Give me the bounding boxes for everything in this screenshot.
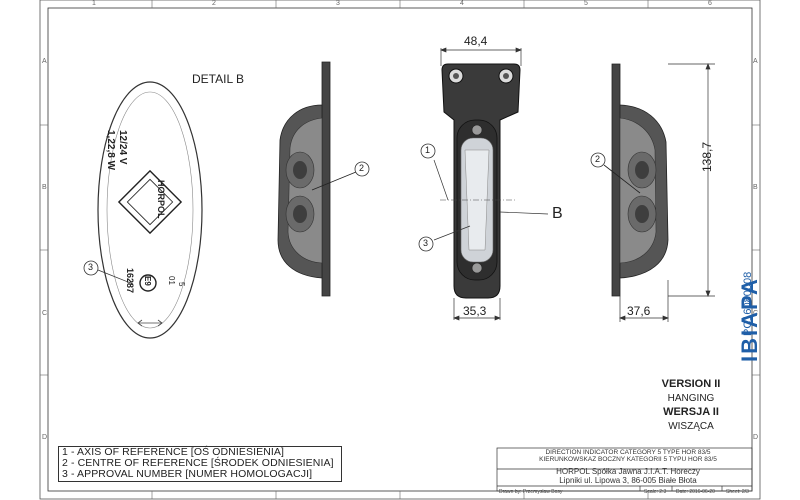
leader-line-1 bbox=[433, 159, 449, 201]
column-label-3: 3 bbox=[336, 0, 340, 7]
title-line-2: KIERUNKOWSKAZ BOCZNY KATEGORII 5 TYPU HO… bbox=[539, 456, 717, 463]
title-company-1: HORPOL Spółka Jawna J.I.A.T. Horeczy bbox=[556, 467, 700, 476]
version-pl-title: WERSJA II bbox=[663, 406, 719, 418]
detail-title: DETAIL B bbox=[192, 72, 245, 86]
column-label-2: 2 bbox=[212, 0, 216, 7]
column-ticks bbox=[40, 0, 760, 499]
callout-1-label: 1 bbox=[425, 145, 431, 155]
detail-b-reference-label: B bbox=[552, 205, 563, 222]
version-en-sub: HANGING bbox=[667, 393, 715, 404]
callout-3-detail-label: 3 bbox=[88, 262, 94, 272]
detail-approval-number: 16287 bbox=[125, 268, 135, 294]
row-label-a-right: A bbox=[753, 58, 758, 65]
callout-circle-1 bbox=[420, 143, 436, 159]
title-block: DIRECTION INDICATOR CATEGORY 5 TYPE HOR … bbox=[497, 449, 759, 489]
dimension-height: 138,7 bbox=[700, 141, 714, 172]
front-view-center bbox=[418, 47, 549, 321]
leader-line-3-detail bbox=[97, 269, 134, 285]
callout-circle-3-front bbox=[418, 236, 434, 252]
column-label-4: 4 bbox=[460, 0, 464, 7]
double-arrow-icon bbox=[137, 319, 163, 327]
row-label-d: D bbox=[42, 434, 48, 441]
column-label-5: 5 bbox=[584, 0, 588, 7]
dimension-depth: 37,6 bbox=[627, 304, 651, 318]
callout-circle-2-right bbox=[590, 152, 606, 168]
legend-item-1: 1 - AXIS OF REFERENCE [OŚ ODNIESIENIA] bbox=[62, 446, 285, 458]
column-label-6: 6 bbox=[708, 0, 712, 7]
column-label-1: 1 bbox=[92, 0, 96, 7]
legend-box: 1 - AXIS OF REFERENCE [OŚ ODNIESIENIA] 2… bbox=[58, 446, 342, 482]
drawn-by: Drawn by: Przemysław Bosy bbox=[499, 489, 563, 495]
title-line-1: DIRECTION INDICATOR CATEGORY 5 TYPE HOR … bbox=[545, 449, 711, 456]
detail-voltage: 12/24 V bbox=[117, 130, 128, 165]
legend-item-3: 3 - APPROVAL NUMBER [NUMER HOMOLOGACJI] bbox=[62, 468, 313, 480]
detail-ellipse-outer bbox=[97, 81, 203, 339]
e-mark-circle bbox=[139, 274, 157, 292]
part-code: PC16080008 bbox=[742, 271, 754, 336]
title-company-2: Lipniki ul. Lipowa 3, 86-005 Białe Błota bbox=[559, 476, 697, 485]
detail-code-top: 5 bbox=[177, 282, 186, 287]
leader-line-b bbox=[499, 211, 549, 215]
row-label-a: A bbox=[42, 58, 47, 65]
detail-ellipse-inner bbox=[106, 91, 194, 329]
version-pl-sub: WISZĄCA bbox=[668, 421, 714, 432]
row-label-b: B bbox=[42, 184, 47, 191]
dimension-bottom-width: 35,3 bbox=[463, 304, 487, 318]
row-label-c: C bbox=[42, 310, 48, 317]
date: Date: 2016-06-20 bbox=[676, 489, 715, 495]
detail-brand: HORPOL bbox=[156, 180, 166, 219]
leader-line-2-left bbox=[311, 171, 357, 191]
side-view-right bbox=[590, 63, 715, 322]
dimension-top-width: 48,4 bbox=[464, 34, 488, 48]
sheet-number: Sheet: 2/3 bbox=[726, 489, 749, 495]
row-label-c-right: C bbox=[753, 310, 759, 317]
callout-2-left-label: 2 bbox=[359, 163, 365, 173]
callout-circle-3-detail bbox=[83, 260, 99, 276]
row-label-b-right: B bbox=[753, 184, 758, 191]
legend-item-2: 2 - CENTRE OF REFERENCE [ŚRODEK ODNIESIE… bbox=[62, 457, 334, 469]
callout-2-right-label: 2 bbox=[595, 154, 601, 164]
detail-code-mid: 01 bbox=[167, 276, 176, 285]
scale: Scale: 2:3 bbox=[644, 489, 667, 495]
detail-b-view bbox=[83, 81, 203, 339]
callout-3-front-label: 3 bbox=[423, 238, 429, 248]
leader-line-2-right bbox=[603, 164, 641, 194]
side-view-left bbox=[277, 61, 370, 297]
leader-line-3-front bbox=[433, 225, 471, 241]
version-en-title: VERSION II bbox=[661, 378, 721, 390]
callout-circle-2-left bbox=[354, 161, 370, 177]
detail-approval-mark: E9 bbox=[143, 276, 152, 286]
horpol-diamond-logo bbox=[117, 169, 183, 235]
title-block-frame bbox=[496, 447, 753, 492]
row-label-d-right: D bbox=[753, 434, 759, 441]
detail-wattage: 1,22,8 W bbox=[105, 130, 116, 171]
